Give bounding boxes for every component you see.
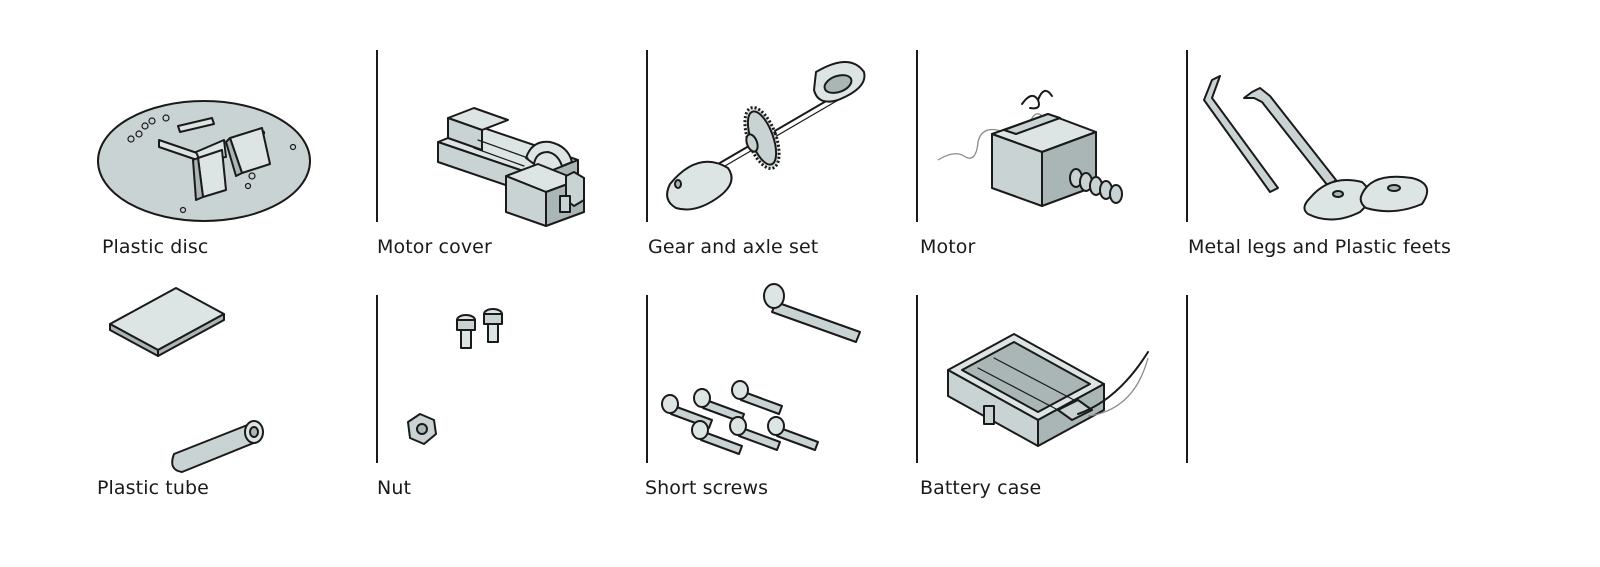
divider [916,295,918,463]
part-label: Gear and axle set [648,236,819,258]
part-label: Metal legs and Plastic feets [1188,236,1451,258]
motor-cover-icon [437,107,585,227]
part-label: Motor cover [377,236,492,258]
motor-icon [937,89,1123,207]
part-label: Motor [920,236,976,258]
divider [1186,295,1188,463]
short-screws-icon [661,283,861,455]
divider [376,295,378,463]
divider [646,295,648,463]
nut-icon [407,308,503,445]
gear-axle-icon [666,61,866,211]
plastic-tube-icon [109,287,264,473]
part-label: Short screws [645,477,769,499]
motor-shaft [1069,168,1123,204]
part-label: Nut [377,477,412,499]
divider [1186,50,1188,222]
metal-legs-icon [1203,75,1429,221]
divider [376,50,378,222]
divider [646,50,648,222]
part-label: Battery case [920,477,1042,499]
divider [916,50,918,222]
plastic-disc-icon [97,100,311,222]
part-label: Plastic disc [102,236,209,258]
battery-case-icon [947,333,1149,447]
part-label: Plastic tube [97,477,209,499]
long-screw [763,283,861,343]
